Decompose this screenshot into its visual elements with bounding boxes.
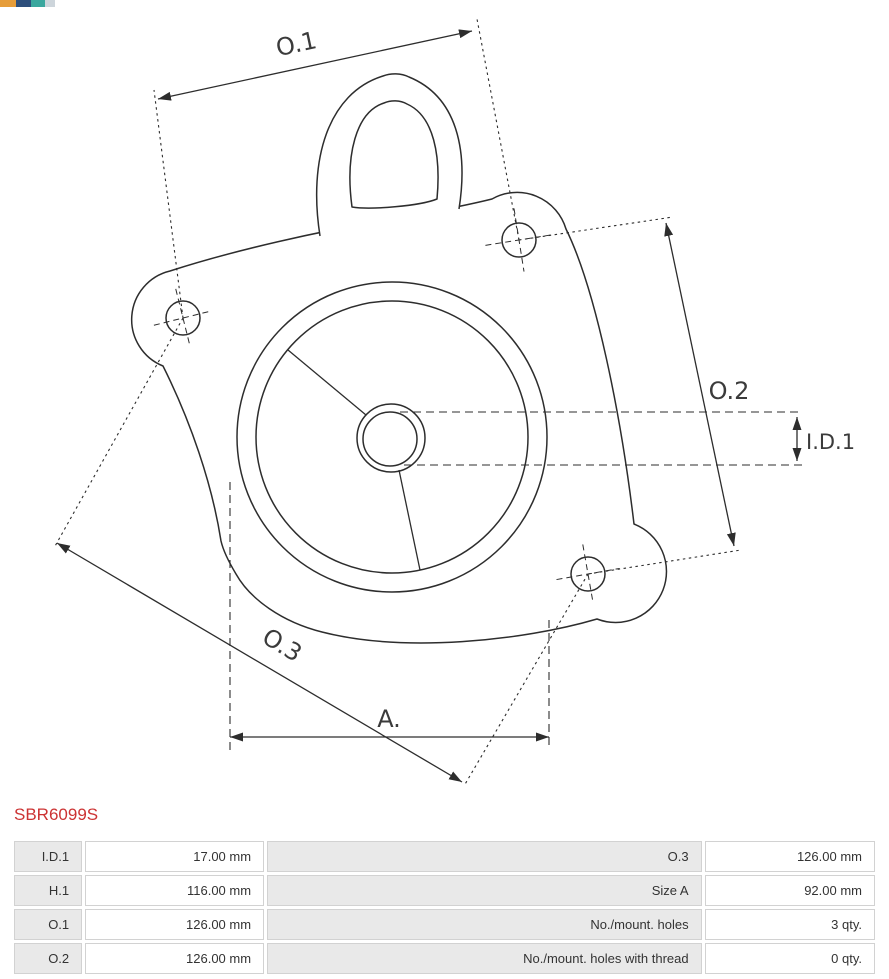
logo-segment xyxy=(31,0,45,7)
spec-label: H.1 xyxy=(14,875,83,906)
spec-value: 0 qty. xyxy=(704,943,875,974)
hub-outer-circle xyxy=(356,403,426,473)
spec-label: Size A xyxy=(267,875,702,906)
spec-row: H.1 116.00 mm Size A 92.00 mm xyxy=(14,875,875,906)
logo-segment xyxy=(0,0,16,7)
spec-value: 126.00 mm xyxy=(85,909,265,940)
dim-label-o2: O.2 xyxy=(709,377,750,405)
technical-drawing: O.1 O.2 I.D.1 O.3 A. xyxy=(53,18,855,787)
hub-inner-circle xyxy=(362,411,418,467)
spec-value: 92.00 mm xyxy=(704,875,875,906)
spec-label: I.D.1 xyxy=(14,841,83,872)
spec-label: O.3 xyxy=(267,841,702,872)
spec-value: 126.00 mm xyxy=(85,943,265,974)
starter-cover-drawing: O.1 O.2 I.D.1 O.3 A. xyxy=(53,18,855,787)
spec-row: O.2 126.00 mm No./mount. holes with thre… xyxy=(14,943,875,974)
spec-value: 116.00 mm xyxy=(85,875,265,906)
spec-table: I.D.1 17.00 mm O.3 126.00 mm H.1 116.00 … xyxy=(11,838,878,977)
mount-hole-bottom-right xyxy=(570,556,606,592)
dim-label-o1: O.1 xyxy=(273,26,319,62)
handle-opening xyxy=(349,100,439,209)
spec-label: O.1 xyxy=(14,909,83,940)
partial-logo xyxy=(0,0,55,7)
logo-segment xyxy=(45,0,55,7)
dim-label-o3: O.3 xyxy=(257,623,306,668)
dim-label-id1: I.D.1 xyxy=(806,430,855,454)
mount-hole-top-right xyxy=(501,222,537,258)
spec-value: 126.00 mm xyxy=(704,841,875,872)
spec-label: No./mount. holes xyxy=(267,909,702,940)
spec-value: 17.00 mm xyxy=(85,841,265,872)
logo-segment xyxy=(16,0,31,7)
dim-label-a: A. xyxy=(377,705,401,733)
flange-outline xyxy=(130,191,668,644)
spec-row: O.1 126.00 mm No./mount. holes 3 qty. xyxy=(14,909,875,940)
part-number: SBR6099S xyxy=(14,805,99,824)
extension-lines-dotted xyxy=(53,18,742,787)
mount-hole-left xyxy=(165,300,201,336)
spec-label: O.2 xyxy=(14,943,83,974)
dimension-lines xyxy=(56,29,802,783)
spec-label: No./mount. holes with thread xyxy=(267,943,702,974)
spec-row: I.D.1 17.00 mm O.3 126.00 mm xyxy=(14,841,875,872)
spec-value: 3 qty. xyxy=(704,909,875,940)
